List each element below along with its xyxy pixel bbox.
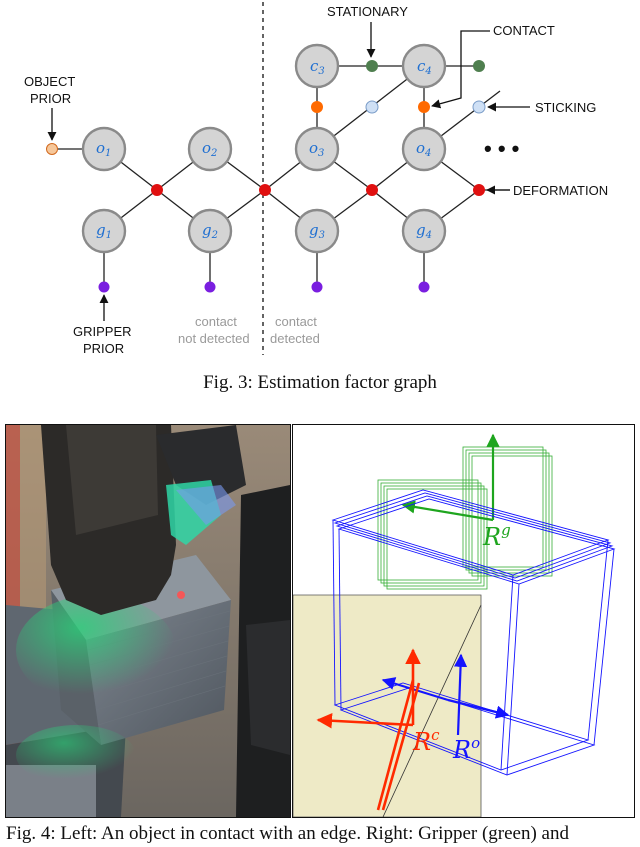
- sticking-label: STICKING: [535, 100, 596, 115]
- contact-plane: [293, 595, 481, 817]
- object-prior-label-line1: OBJECT: [24, 74, 75, 89]
- deformation-label: DEFORMATION: [513, 183, 608, 198]
- stationary-label: STATIONARY: [327, 4, 408, 19]
- contact-factor-3: [311, 101, 323, 113]
- detected-label-line1: contact: [275, 314, 317, 329]
- object-prior-label-line2: PRIOR: [30, 91, 71, 106]
- sticking-factor-1: [366, 101, 378, 113]
- deformation-factor-4: [473, 184, 485, 196]
- gripper-frame-label: Rg: [482, 521, 511, 551]
- deformation-factor-2: [259, 184, 271, 196]
- frames-render-panel: Rg Rc Ro: [292, 424, 635, 818]
- object-prior-factor: [47, 144, 58, 155]
- fig4-caption: Fig. 4: Left: An object in contact with …: [6, 823, 640, 845]
- gripper-prior-label-line1: GRIPPER: [73, 324, 132, 339]
- photo-panel: [5, 424, 291, 818]
- frames-render: Rg Rc Ro: [293, 425, 634, 817]
- deformation-factor-1: [151, 184, 163, 196]
- gripper-prior-label-line2: PRIOR: [83, 341, 124, 356]
- gripper-prior-factor-1: [99, 282, 110, 293]
- detected-label-line2: detected: [270, 331, 320, 346]
- deformation-factor-3: [366, 184, 378, 196]
- sticking-factor-2: [473, 101, 485, 113]
- graph-edges: [52, 66, 510, 287]
- ellipsis-dots: • • •: [484, 136, 519, 161]
- stationary-factor: [366, 60, 378, 72]
- contact-factor-4: [418, 101, 430, 113]
- not-detected-label-line2: not detected: [178, 331, 250, 346]
- gripper-photo: [6, 425, 290, 817]
- gripper-prior-factor-3: [312, 282, 323, 293]
- gripper-prior-factor-4: [419, 282, 430, 293]
- stationary-factor-end: [473, 60, 485, 72]
- fig4-figure: Rg Rc Ro: [0, 420, 640, 820]
- not-detected-label-line1: contact: [195, 314, 237, 329]
- factor-graph-figure: c3 c4 o1 o2 o3 o4 g1 g2 g3 g4 STATIONARY…: [0, 0, 640, 365]
- contact-label: CONTACT: [493, 23, 555, 38]
- gripper-prior-factor-2: [205, 282, 216, 293]
- fig3-caption: Fig. 3: Estimation factor graph: [0, 372, 640, 394]
